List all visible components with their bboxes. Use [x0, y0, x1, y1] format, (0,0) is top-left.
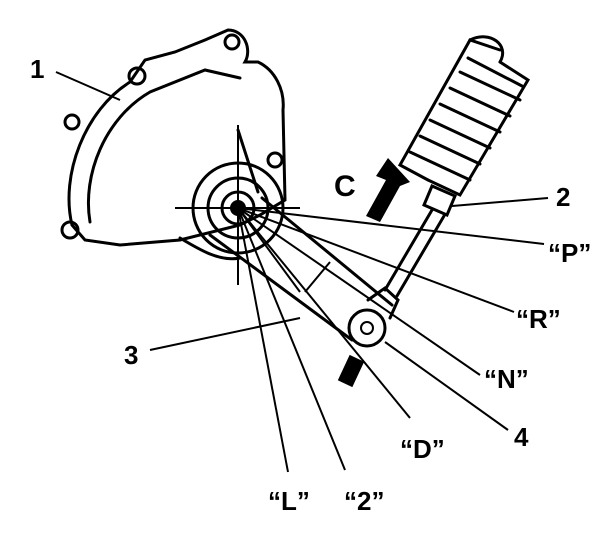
- direction-label: C: [334, 170, 356, 203]
- position-lines: [237, 207, 545, 473]
- cable-joint: [337, 286, 400, 388]
- position-drive-label: “D”: [400, 434, 445, 464]
- position-park-label: “P”: [548, 238, 591, 268]
- callout-2: 2: [556, 182, 570, 212]
- direction-arrow: C: [334, 158, 410, 222]
- callout-4: 4: [514, 422, 529, 452]
- lever-arm: [208, 128, 394, 342]
- control-cable: [383, 35, 531, 298]
- switch-housing: [60, 28, 287, 261]
- position-reverse-label: “R”: [516, 304, 561, 334]
- callout-3: 3: [124, 340, 138, 370]
- position-second-label: “2”: [344, 486, 384, 516]
- callout-leaders: [55, 71, 549, 431]
- callout-1: 1: [30, 54, 44, 84]
- position-neutral-label: “N”: [484, 364, 529, 394]
- position-low-label: “L”: [268, 486, 310, 516]
